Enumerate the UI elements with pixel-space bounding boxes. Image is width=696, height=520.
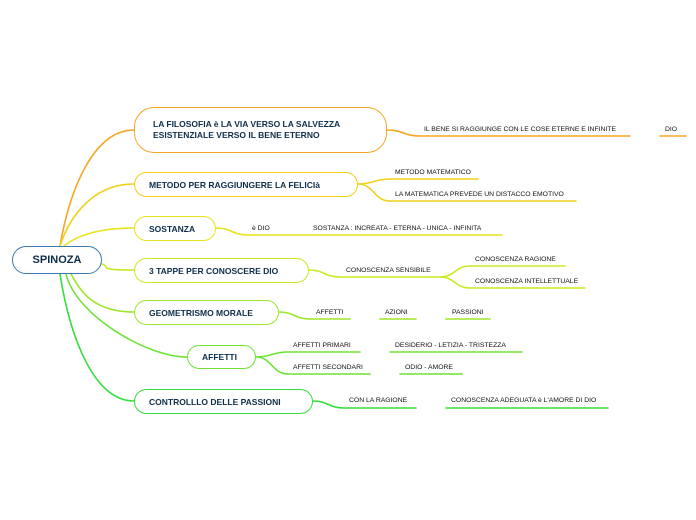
branch-filosofia[interactable]: LA FILOSOFIA è LA VIA VERSO LA SALVEZZA …: [134, 107, 387, 153]
leaf-bene-eterno[interactable]: IL BENE SI RAGGIUNGE CON LE COSE ETERNE …: [424, 126, 616, 133]
leaf-connector-23: [255, 356, 289, 375]
root-connector-3: [101, 263, 135, 271]
leaf-connector-7: [215, 227, 249, 236]
branch-sostanza-label: SOSTANZA: [149, 223, 196, 234]
leaf-passioni[interactable]: PASSIONI: [452, 309, 484, 316]
branch-affetti-label: AFFETTI: [202, 352, 237, 362]
leaf-e-dio[interactable]: è DIO: [252, 225, 270, 232]
leaf-connector-12: [439, 265, 471, 278]
leaf-sostanza-attributi[interactable]: SOSTANZA : INCREATA - ETERNA - UNICA - I…: [313, 225, 482, 232]
branch-affetti[interactable]: AFFETTI: [187, 345, 256, 369]
leaf-connector-16: [278, 311, 311, 320]
root-label: SPINOZA: [32, 254, 82, 266]
leaf-affetti-secondari[interactable]: AFFETTI SECONDARI: [293, 364, 363, 371]
branch-filosofia-label: LA FILOSOFIA è LA VIA VERSO LA SALVEZZA …: [153, 119, 340, 140]
root-connector-4: [69, 271, 135, 313]
leaf-conoscenza-sensibile[interactable]: CONOSCENZA SENSIBILE: [346, 267, 431, 274]
leaf-con-la-ragione[interactable]: CON LA RAGIONE: [349, 397, 408, 404]
leaf-odio-amore[interactable]: ODIO - AMORE: [405, 364, 453, 371]
leaf-connector-10: [308, 269, 341, 278]
root-connector-0: [59, 129, 135, 247]
branch-controllo-passioni[interactable]: CONTROLLLO DELLE PASSIONI: [134, 389, 313, 414]
leaf-conoscenza-intellettuale[interactable]: CONOSCENZA INTELLETTUALE: [475, 278, 579, 285]
leaf-connector-20: [255, 351, 289, 358]
leaf-affetti-primari[interactable]: AFFETTI PRIMARI: [293, 342, 351, 349]
leaf-affetti[interactable]: AFFETTI: [316, 309, 344, 316]
leaf-conoscenza-adeguata[interactable]: CONOSCENZA ADEGUATA è L'AMORE DI DIO: [451, 397, 597, 404]
branch-sostanza[interactable]: SOSTANZA: [134, 216, 216, 241]
leaf-connector-26: [312, 400, 345, 409]
leaf-desiderio-letizia-tristezza[interactable]: DESIDERIO - LETIZIA - TRISTEZZA: [395, 342, 506, 349]
branch-tre-tappe[interactable]: 3 TAPPE PER CONOSCERE DIO: [134, 258, 309, 283]
leaf-connector-14: [439, 276, 471, 289]
leaf-distacco-emotivo[interactable]: LA MATEMATICA PREVEDE UN DISTACCO EMOTIV…: [395, 191, 564, 198]
branch-geometrismo-label: GEOMETRISMO MORALE: [149, 307, 253, 318]
branch-controllo-label: CONTROLLLO DELLE PASSIONI: [149, 396, 281, 407]
leaf-metodo-matematico[interactable]: METODO MATEMATICO: [395, 169, 471, 176]
root-node-spinoza[interactable]: SPINOZA: [12, 246, 102, 274]
leaf-connector-5: [357, 183, 391, 202]
leaf-conoscenza-ragione[interactable]: CONOSCENZA RAGIONE: [475, 256, 556, 263]
root-connector-1: [59, 183, 135, 247]
branch-metodo-label: METODO PER RAGGIUNGERE LA FELICIà: [149, 179, 320, 190]
leaf-azioni[interactable]: AZIONI: [385, 309, 408, 316]
branch-metodo[interactable]: METODO PER RAGGIUNGERE LA FELICIà: [134, 172, 358, 197]
root-connector-6: [59, 273, 135, 402]
branch-geometrismo[interactable]: GEOMETRISMO MORALE: [134, 300, 279, 325]
root-connector-2: [61, 227, 135, 249]
branch-tre-tappe-label: 3 TAPPE PER CONOSCERE DIO: [149, 265, 279, 276]
root-connector-5: [65, 273, 188, 358]
leaf-connector-3: [357, 178, 391, 185]
leaf-dio[interactable]: DIO: [665, 126, 678, 133]
leaf-connector-0: [386, 129, 421, 137]
